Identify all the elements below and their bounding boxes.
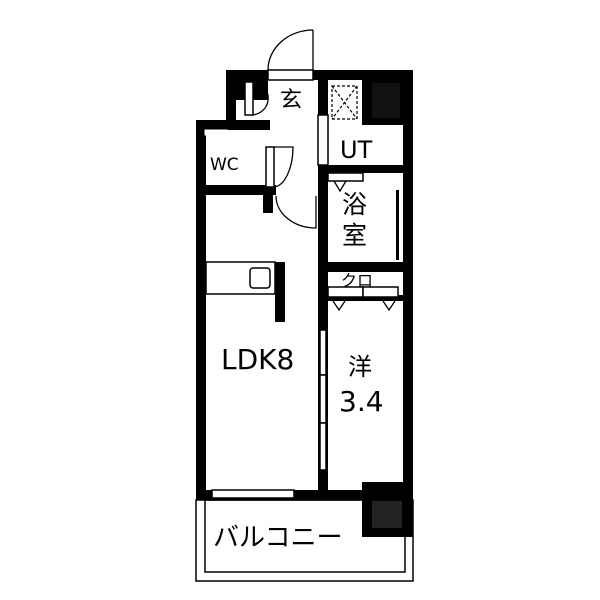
walls <box>196 70 413 537</box>
room-label-closet: クロ <box>341 271 374 290</box>
balcony-outline <box>195 499 414 582</box>
room-label-bath-2: 室 <box>342 221 368 250</box>
wc-window <box>204 129 228 136</box>
room-label-western-2: 3.4 <box>339 385 384 418</box>
room-label-balcony: バルコニー <box>213 523 343 553</box>
room-label-wc: WC <box>210 155 239 175</box>
openings <box>205 69 399 499</box>
washer-space <box>331 85 358 120</box>
room-label-entrance: 玄 <box>280 88 303 113</box>
door-swings <box>252 29 317 229</box>
room-label-western-1: 洋 <box>348 353 372 381</box>
room-label-ldk: LDK8 <box>221 343 295 376</box>
shaft-inner <box>372 83 402 528</box>
room-label-bath-1: 浴 <box>342 190 368 219</box>
door-markers <box>332 180 396 312</box>
room-label-ut: UT <box>340 136 373 164</box>
